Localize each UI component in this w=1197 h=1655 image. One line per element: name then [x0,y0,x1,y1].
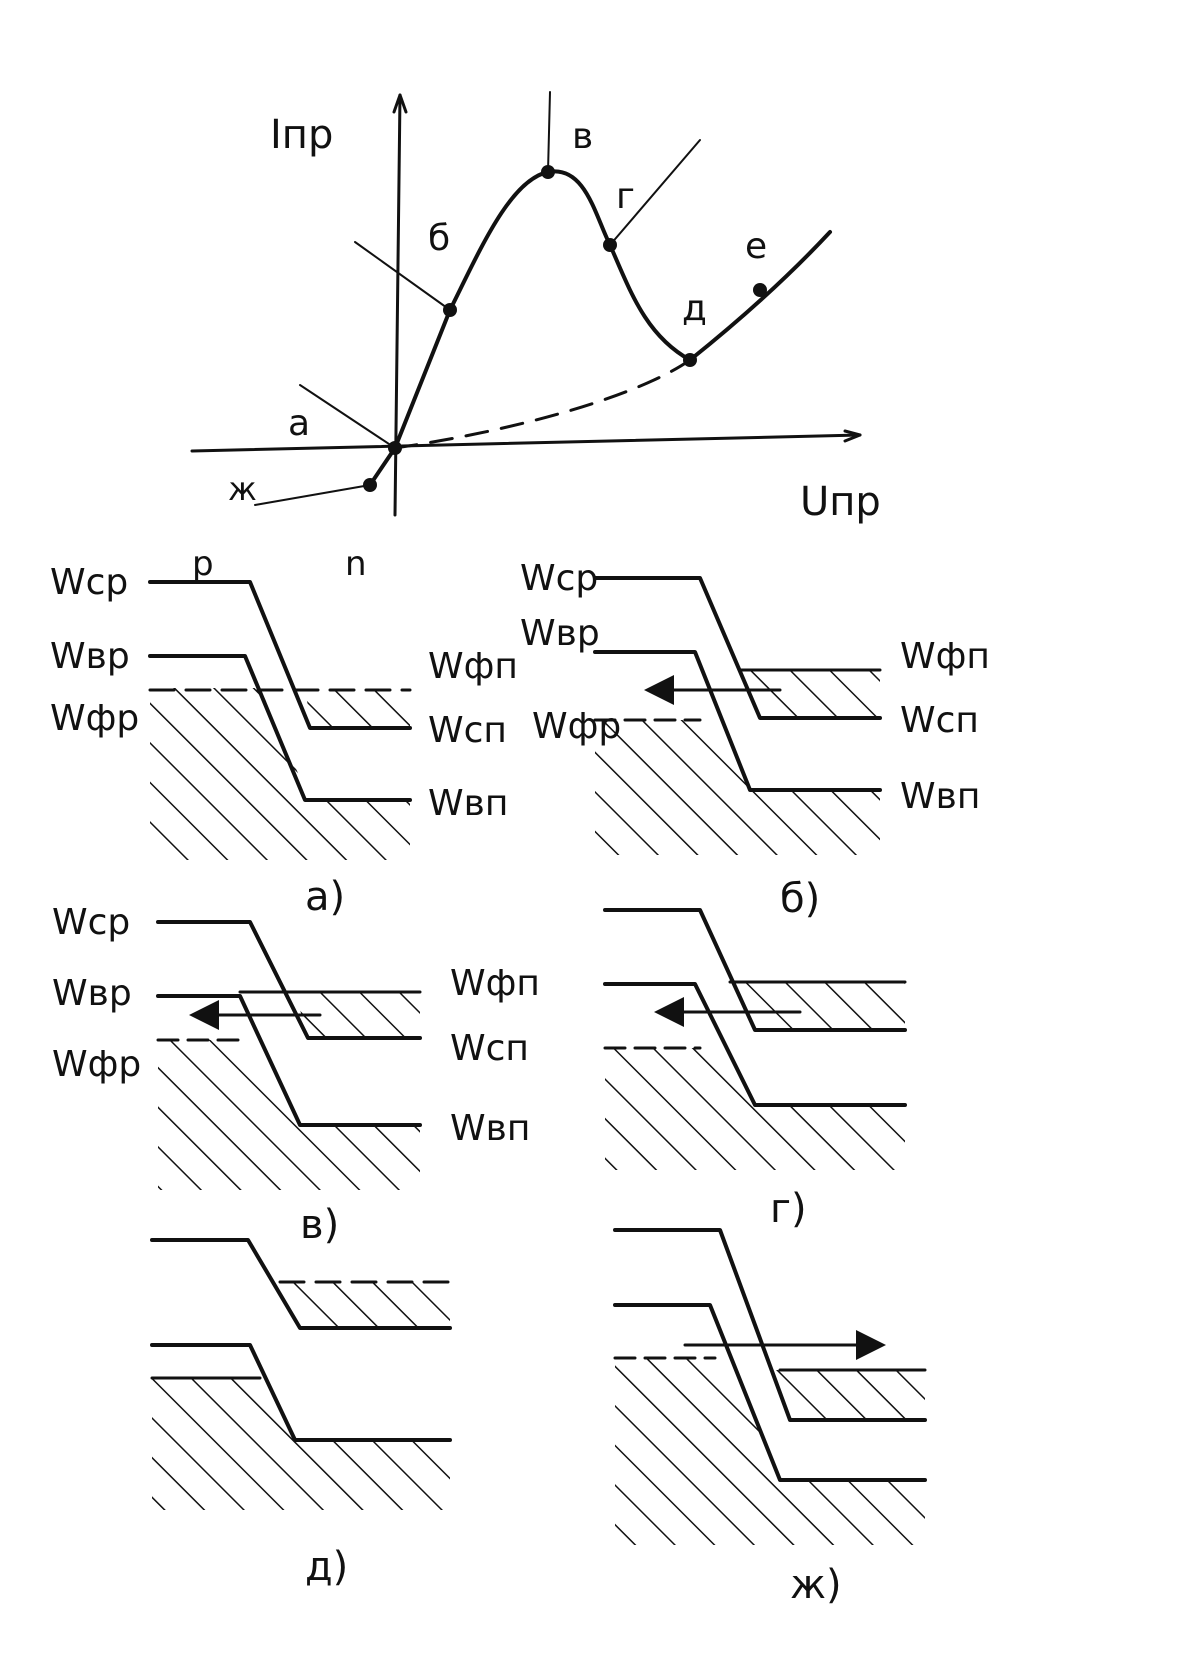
level-wfn-label: Wфп [428,646,518,687]
y-axis-label: Iпр [270,112,333,158]
iv-characteristic: Iпр Uпр а б в г д е ж [190,91,881,525]
point-zh-label: ж [228,470,257,508]
conduction-filled-states [745,982,905,1030]
y-axis-arrow-icon [392,93,408,114]
point-d-marker [683,353,697,367]
level-wvn-label: Wвп [450,1108,530,1149]
tunnel-current-curve [393,169,692,450]
p-region-label: p [192,544,214,584]
valence-filled-states [152,1378,450,1510]
valence-band-edge [156,994,422,1127]
point-g-label: г [616,176,635,217]
point-b-marker [443,303,457,317]
panel-zh: ж) [613,1228,927,1608]
panel-v-caption: в) [300,1202,339,1248]
point-a-label: а [288,403,310,444]
valence-band-edge [593,650,882,792]
valence-filled-states [158,1040,420,1190]
valence-band-edge [148,654,412,802]
conduction-band-edge [156,920,422,1040]
level-wcn-label: Wсп [450,1028,529,1069]
reverse-branch [368,446,397,487]
point-d-label: д [682,288,707,329]
valence-filled-states [605,1048,905,1170]
level-wvp-label: Wвр [52,973,132,1014]
valence-band-edge [603,982,907,1107]
panel-d-caption: д) [305,1544,348,1590]
leader-v [547,91,551,173]
leader-g [609,139,701,246]
panel-b-caption: б) [780,876,820,922]
leader-zh [254,484,371,506]
level-wfn-label: Wфп [450,963,540,1004]
panel-zh-caption: ж) [790,1562,842,1608]
leader-a [299,384,396,449]
point-e-marker [753,283,767,297]
panel-a-caption: а) [305,874,345,920]
point-zh-marker [363,478,377,492]
level-wcn-label: Wсп [428,710,507,751]
level-wfp-label: Wфр [52,1044,141,1085]
x-axis-arrow-icon [843,429,862,443]
conduction-filled-states [305,690,410,728]
valence-filled-states [595,720,880,855]
valence-filled-states [150,688,410,860]
level-wcn-label: Wсп [900,700,979,741]
conduction-band-edge [613,1228,927,1422]
conduction-filled-states [295,992,420,1038]
x-axis [190,433,862,453]
level-wvn-label: Wвп [428,783,508,824]
conduction-filled-states [775,1370,925,1420]
conduction-band-edge [150,1238,452,1330]
panel-b: Wcp Wвр Wфр Wфп Wсп Wвп б) [520,558,990,922]
conduction-filled-states [750,670,880,718]
conduction-band-edge [593,576,882,720]
valence-band-edge [613,1303,927,1482]
level-wfn-label: Wфп [900,636,990,677]
level-wvp-label: Wвр [50,636,130,677]
x-axis-label: Uпр [800,479,881,525]
rising-branch [688,230,832,362]
n-region-label: n [345,544,367,584]
panel-a: p n Wcp Wвр Wфр Wфп Wсп Wвп а) [50,544,518,920]
level-wcp-label: Wcp [52,902,130,943]
point-b-label: б [428,218,450,259]
panel-d: д) [150,1238,452,1590]
point-v-marker [541,165,555,179]
panel-g-caption: г) [770,1186,807,1232]
point-g-marker [603,238,617,252]
leader-b [354,241,451,311]
panel-v: Wcp Wвр Wфр Wфп Wсп Wвп в) [52,902,540,1248]
level-wcp-label: Wcp [50,562,128,603]
diffusion-current-curve [393,358,692,450]
conduction-band-edge [148,580,412,730]
level-wvn-label: Wвп [900,776,980,817]
valence-band-edge [150,1343,452,1442]
level-wfp-label: Wфр [50,698,139,739]
level-wvp-label: Wвр [520,613,600,654]
conduction-filled-states [288,1282,450,1328]
level-wfp-label: Wфр [532,706,621,747]
point-e-label: е [745,226,767,267]
point-a-marker [388,441,402,455]
conduction-band-edge [603,908,907,1032]
panel-g: г) [603,908,907,1232]
level-wcp-label: Wcp [520,558,598,599]
point-v-label: в [572,116,593,157]
